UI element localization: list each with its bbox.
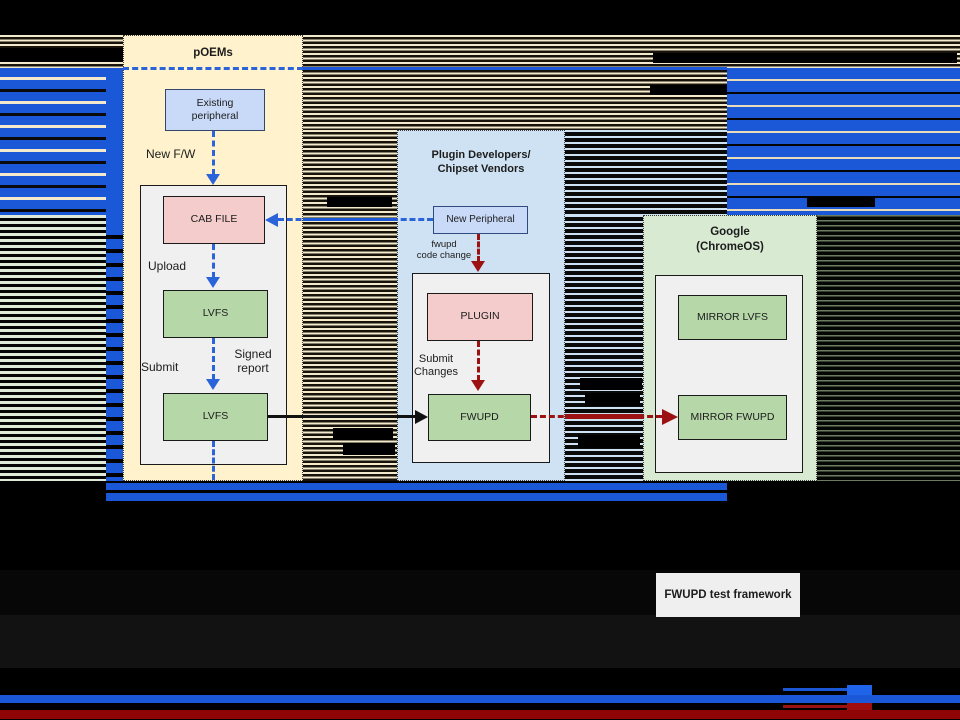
arrow-tail-line	[212, 441, 215, 480]
arrow-submit-changes-head	[471, 380, 485, 391]
glitch-black-bar	[343, 443, 395, 455]
glitch-blue-bar-1	[106, 483, 727, 490]
glitch-black-bar	[807, 197, 875, 207]
panel-title-google-chromeos: Google (ChromeOS)	[696, 226, 764, 253]
arrow-newfw-head	[206, 174, 220, 185]
bottom-blue-bar	[0, 695, 960, 703]
arrow-upload-line	[212, 244, 215, 278]
glitch-red-thin-line	[783, 705, 847, 708]
arrow-submit-line	[212, 338, 215, 380]
arrow-code-change-line	[477, 234, 480, 262]
node-new-peripheral: New Peripheral	[433, 206, 528, 234]
glitch-black-bar	[580, 378, 642, 390]
node-lvfs-lower: LVFS	[163, 393, 268, 441]
glitch-black-bar	[585, 393, 640, 406]
arrow-newfw-line	[212, 131, 215, 175]
panel-title-poems: pOEMs	[193, 47, 233, 59]
arrow-fwupd-to-mirror-head	[662, 409, 678, 425]
poems-title-separator-line	[123, 67, 303, 70]
fwupd-test-framework-box: FWUPD test framework	[656, 573, 800, 617]
arrow-newperipheral-to-cab-solid-glitch	[303, 218, 397, 221]
node-mirror-fwupd: MIRROR FWUPD	[678, 395, 787, 440]
glitch-black-band-left	[0, 48, 123, 62]
arrow-fwupd-to-mirror-solid-glitch	[565, 414, 643, 419]
label-upload: Upload	[148, 259, 187, 273]
glitch-black-band-right	[653, 53, 957, 63]
bottom-red-bar	[0, 710, 960, 719]
glitch-stripe-darkgreen-right	[817, 215, 960, 481]
label-submit: Submit	[141, 360, 179, 374]
glitch-blue-thin-line	[783, 688, 847, 691]
glitch-dark-band	[0, 615, 960, 668]
glitch-stripe-tan-gap1	[303, 130, 397, 481]
glitch-black-bar	[578, 435, 640, 448]
arrow-submit-changes-line	[477, 341, 480, 381]
glitch-stripe-blue-right	[727, 68, 960, 215]
glitch-black-bar	[333, 428, 393, 440]
glitch-black-bar	[650, 85, 727, 95]
glitch-stripe-green-left	[0, 215, 106, 481]
label-signed-report: Signed report	[234, 347, 272, 376]
label-fwupd-code-change: fwupd code change	[416, 239, 472, 262]
arrow-code-change-head	[471, 261, 485, 272]
label-new-fw: New F/W	[146, 147, 196, 161]
panel-title-plugin-developers: Plugin Developers/ Chipset Vendors	[431, 149, 531, 176]
glitch-black-bar	[327, 197, 392, 207]
glitch-blue-line	[303, 67, 727, 70]
label-submit-changes: Submit Changes	[413, 353, 459, 379]
node-lvfs-upper: LVFS	[163, 290, 268, 338]
node-existing-peripheral: Existing peripheral	[165, 89, 265, 131]
glitch-stripe-tan-mid	[303, 68, 727, 130]
glitch-stripe-blue-left	[0, 68, 106, 215]
arrow-submit-head	[206, 379, 220, 390]
node-cab-file: CAB FILE	[163, 196, 265, 244]
glitch-blue-column-dashes	[106, 225, 123, 481]
node-mirror-lvfs: MIRROR LVFS	[678, 295, 787, 340]
glitch-stripe-lightblue-top	[565, 130, 727, 215]
arrow-lvfs-to-fwupd-head	[415, 410, 428, 424]
glitch-blue-bar-2	[106, 493, 727, 501]
arrow-upload-head	[206, 277, 220, 288]
node-fwupd: FWUPD	[428, 394, 531, 441]
arrow-newperipheral-to-cab-head	[265, 213, 278, 227]
arrow-lvfs-to-fwupd-line	[268, 415, 415, 418]
glitch-blue-column-solid	[106, 68, 123, 225]
node-plugin: PLUGIN	[427, 293, 533, 341]
glitch-dark-band	[0, 570, 960, 615]
